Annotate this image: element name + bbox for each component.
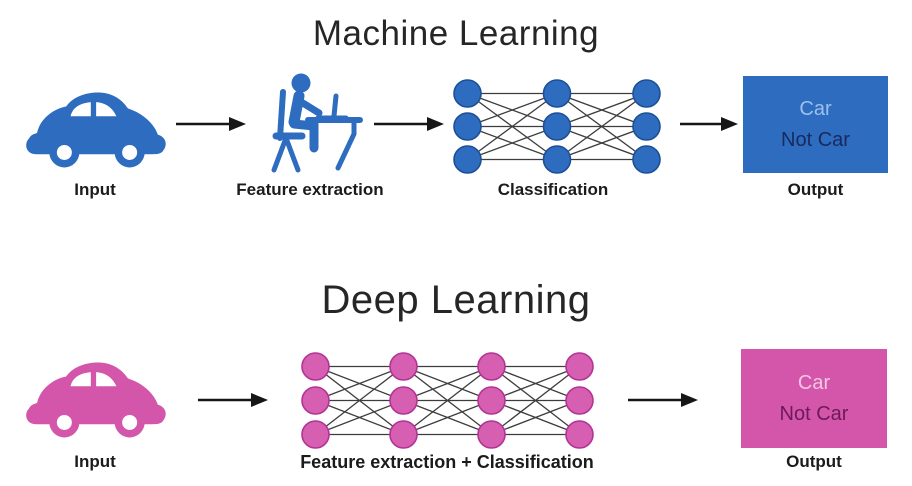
arrow-icon [628,393,698,407]
deep-learning-title: Deep Learning [321,278,591,322]
person-at-laptop-icon [252,72,364,176]
ml-output-box: Car Not Car [743,76,888,173]
ml-output-line1: Car [799,97,832,120]
neural-network-graphic [452,78,662,175]
ml-feature-extraction-label: Feature extraction [236,180,384,199]
dl-output-box: Car Not Car [741,349,887,448]
arrow-icon [680,117,738,131]
ml-output-label: Output [787,180,844,199]
car-icon [22,82,172,177]
dl-output-line2: Not Car [779,402,849,425]
dl-feature-classification-label: Feature extraction + Classification [300,452,594,472]
ml-classification-label: Classification [497,180,609,199]
ml-input-label: Input [74,180,116,199]
ml-output-line2: Not Car [781,128,850,151]
arrow-icon [176,117,246,131]
arrow-icon [374,117,444,131]
arrow-icon [198,393,268,407]
car-icon [22,352,172,447]
machine-learning-title: Machine Learning [312,14,600,53]
dl-input-label: Input [74,452,116,471]
dl-output-label: Output [786,452,842,471]
dl-output-line1: Car [797,371,831,394]
neural-network-graphic [300,351,595,450]
